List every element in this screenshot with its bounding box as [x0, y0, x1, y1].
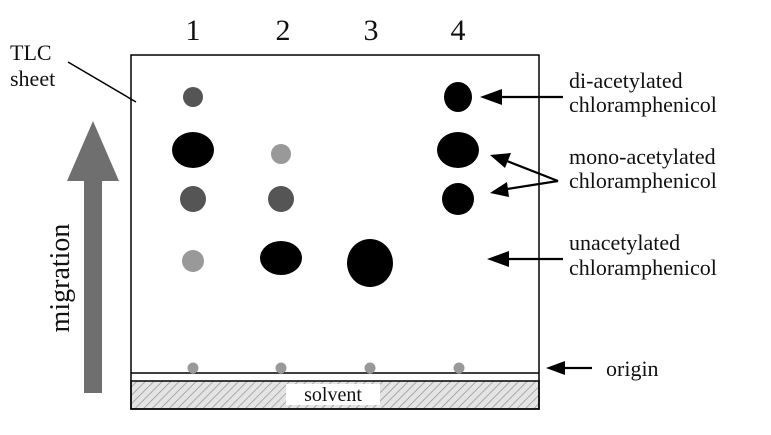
di-label-line1: di-acetylated: [569, 68, 683, 93]
spot-lane3-unacetylated: [347, 239, 393, 287]
spot-lane2-unacetylated: [260, 241, 302, 275]
tlc-label-line2: sheet: [10, 66, 55, 91]
lane-number-2: 2: [276, 14, 291, 47]
spot-lane4-mono-upper: [437, 132, 479, 168]
spot-lane4-di-acetylated: [444, 82, 472, 112]
tlc-pointer-line: [67, 61, 137, 103]
unacetylated-label-line1: unacetylated: [569, 230, 680, 255]
unacetylated-label-line2: chloramphenicol: [569, 255, 717, 280]
origin-dot-lane-4: [453, 362, 465, 374]
migration-label: migration: [45, 224, 76, 333]
spot-lane1-unacetylated: [182, 250, 204, 272]
mono-label-line2: chloramphenicol: [569, 168, 717, 193]
lane-number-3: 3: [364, 14, 379, 47]
spot-lane2-mono-lower: [268, 186, 294, 212]
origin-dot-lane-2: [275, 362, 287, 374]
mono-arrow-head-lower: [490, 182, 509, 197]
lane-number-4: 4: [451, 14, 466, 47]
origin-arrow-head: [546, 361, 565, 375]
spot-lane1-mono-upper: [172, 132, 214, 168]
mono-arrow-head-upper: [490, 153, 511, 168]
spot-lane1-di-acetylated: [183, 87, 203, 107]
origin-label: origin: [606, 356, 659, 381]
spot-lane1-mono-lower: [180, 186, 206, 212]
lane-number-1: 1: [186, 14, 201, 47]
spot-lane4-mono-lower: [442, 183, 474, 215]
di-label-line2: chloramphenicol: [569, 92, 717, 117]
di-arrow-head: [480, 89, 502, 105]
origin-dot-lane-3: [364, 362, 376, 374]
spot-lane2-mono-upper: [271, 144, 291, 164]
mono-arrow-shaft-upper: [506, 159, 559, 183]
origin-dot-lane-1: [187, 362, 199, 374]
mono-label-line1: mono-acetylated: [569, 144, 716, 169]
solvent-label-bg: [286, 384, 380, 405]
mono-arrow-shaft-lower: [506, 179, 559, 191]
tlc-sheet: [130, 54, 540, 410]
solvent-label: solvent: [304, 384, 362, 406]
migration-arrow: [67, 121, 119, 393]
unacetylated-arrow-head: [487, 251, 509, 267]
tlc-label-line1: TLC: [10, 40, 52, 65]
